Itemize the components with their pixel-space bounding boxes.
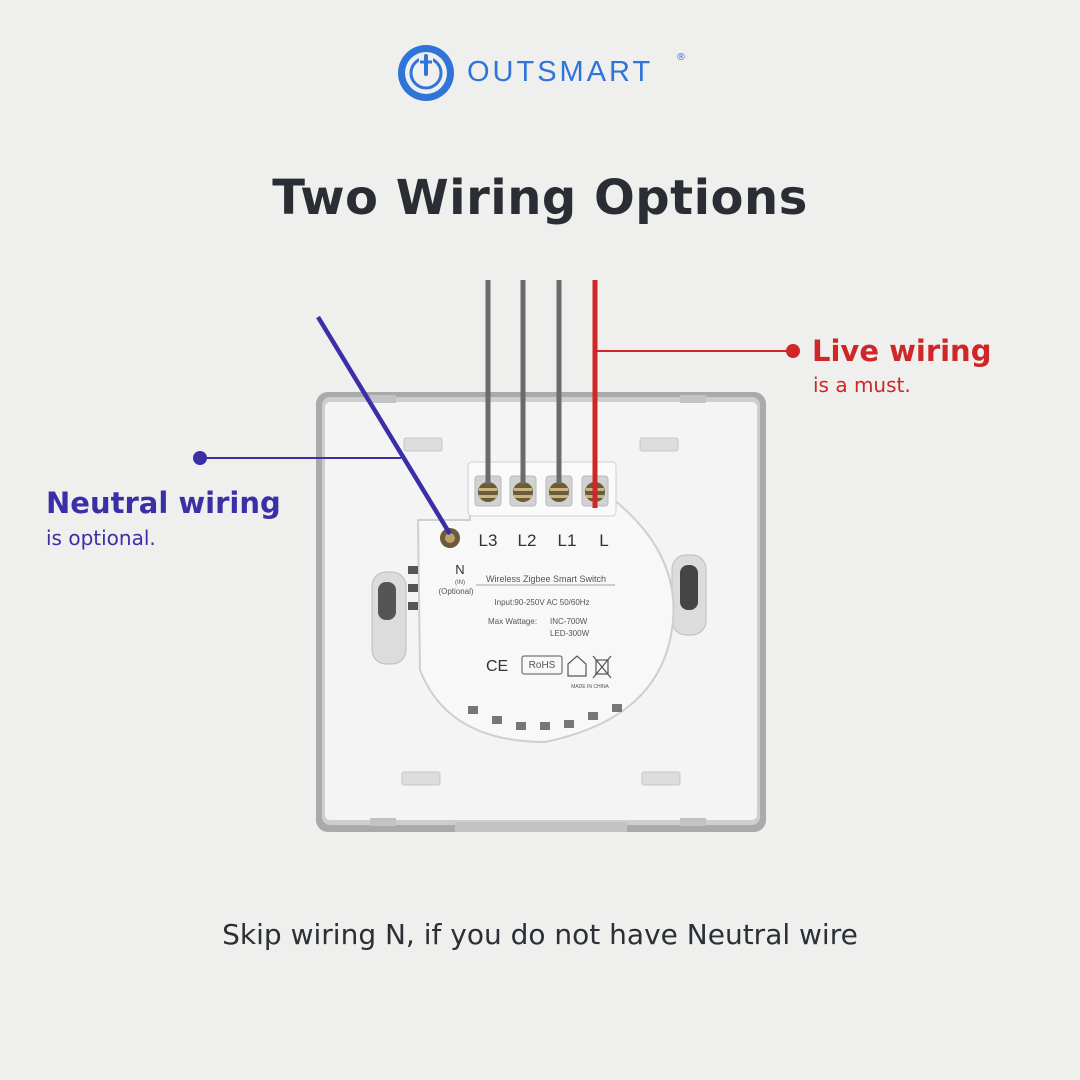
neutral-in-label: (IN)	[455, 580, 465, 586]
terminal-screws	[440, 475, 609, 548]
terminal-label-l1: L1	[558, 531, 577, 550]
ce-mark: CE	[486, 658, 508, 675]
rohs-mark: RoHS	[529, 660, 556, 671]
neutral-callout-line	[193, 451, 401, 465]
terminal-screw-l2	[509, 475, 537, 507]
neutral-wiring-title: Neutral wiring	[46, 486, 281, 520]
neutral-terminal-label: N	[455, 562, 464, 577]
live-callout-line	[597, 344, 800, 358]
brand-logo: OUTSMART ®	[395, 42, 695, 102]
page-title: Two Wiring Options	[272, 170, 808, 226]
terminal-label-l2: L2	[518, 531, 537, 550]
wires	[316, 280, 598, 536]
indoor-use-icon	[567, 655, 587, 677]
live-wiring-title: Live wiring	[812, 334, 992, 368]
power-icon	[398, 45, 454, 101]
brand-registered-mark: ®	[676, 52, 686, 63]
terminal-screw-l3	[474, 475, 502, 507]
terminal-label-l: L	[599, 531, 608, 550]
neutral-wiring-subtitle: is optional.	[46, 526, 156, 550]
max-wattage-label: Max Wattage:	[488, 617, 537, 626]
wire-neutral	[316, 315, 452, 536]
optional-label: (Optional)	[438, 587, 473, 596]
rohs-box	[521, 655, 563, 675]
product-name: Wireless Zigbee Smart Switch	[486, 574, 606, 584]
terminal-screw-n	[440, 528, 460, 548]
terminal-label-l3: L3	[479, 531, 498, 550]
input-spec: Input:90-250V AC 50/60Hz	[494, 598, 589, 607]
made-in-label: MADE IN CHINA	[571, 684, 609, 690]
inc-rating: INC-700W	[550, 617, 588, 626]
footer-note: Skip wiring N, if you do not have Neutra…	[222, 918, 858, 951]
weee-bin-icon	[592, 655, 612, 679]
brand-name: OUTSMART	[467, 56, 654, 88]
live-wiring-subtitle: is a must.	[813, 373, 911, 397]
led-rating: LED-300W	[550, 629, 590, 638]
switch-module	[408, 461, 675, 744]
